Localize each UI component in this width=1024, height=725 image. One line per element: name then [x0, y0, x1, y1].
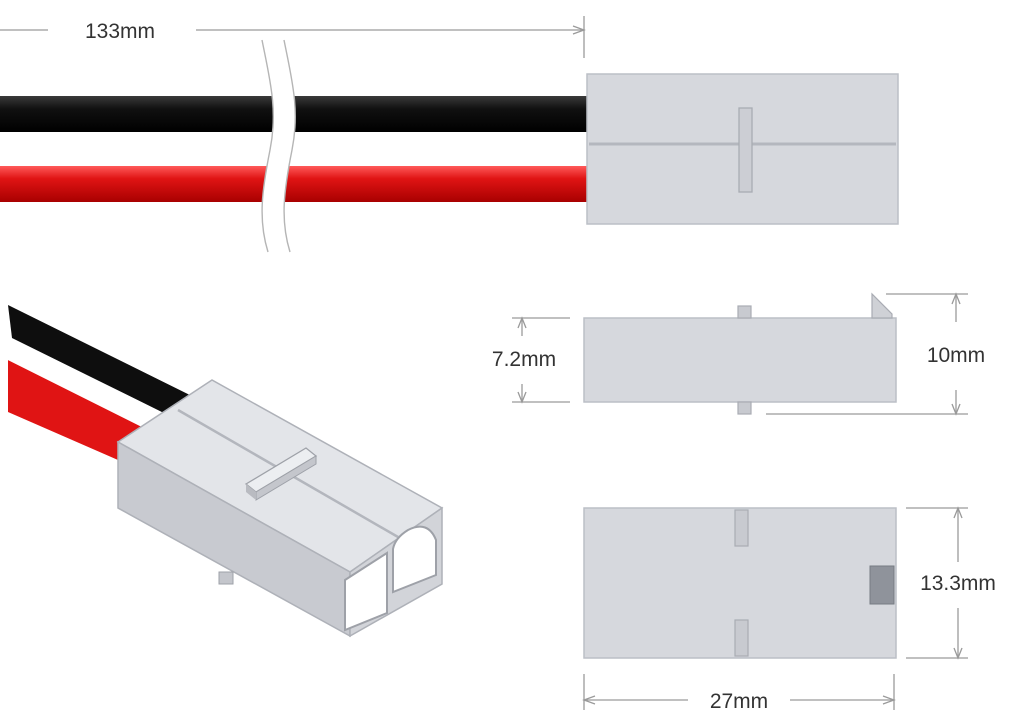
bottom-length-label: 27mm	[710, 690, 768, 713]
red-wire	[0, 166, 588, 202]
side-body-height-label: 7.2mm	[492, 348, 556, 371]
bottom-length-dimension	[582, 674, 896, 710]
side-view: 7.2mm 10mm	[492, 292, 985, 416]
connector-side-view	[583, 292, 897, 415]
connector-3d	[116, 379, 444, 638]
cable-length-label: 133mm	[85, 20, 155, 43]
connector-top-view	[586, 73, 899, 225]
red-wire-3d	[8, 360, 148, 460]
perspective-view	[8, 305, 444, 638]
bottom-width-dimension	[906, 506, 968, 660]
top-view: 133mm	[0, 16, 899, 253]
connector-bottom-view	[583, 507, 897, 659]
cable-break-lines	[261, 39, 296, 253]
side-body-height-dimension	[512, 316, 570, 404]
cable-break	[262, 40, 296, 252]
side-total-height-label: 10mm	[927, 344, 985, 367]
bottom-width-label: 13.3mm	[920, 572, 996, 595]
cable-length-dimension	[0, 16, 586, 58]
side-total-height-dimension	[766, 292, 968, 416]
bottom-view: 13.3mm 27mm	[582, 506, 996, 713]
black-wire-3d	[8, 305, 208, 420]
